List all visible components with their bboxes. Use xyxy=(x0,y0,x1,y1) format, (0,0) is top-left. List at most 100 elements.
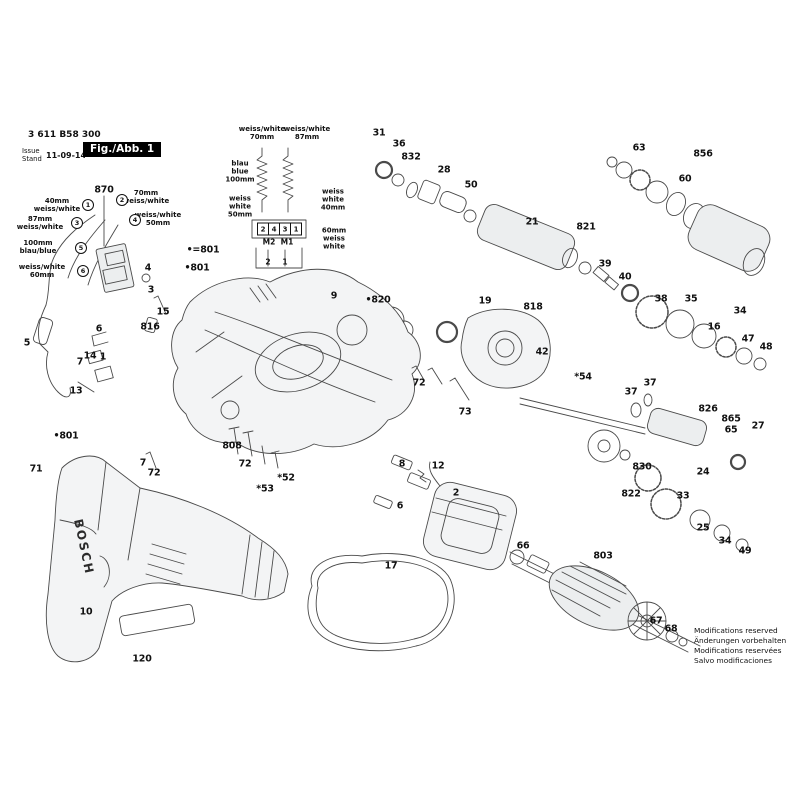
callout-42: 42 xyxy=(535,346,549,358)
wire-label-weiss-white-70mm: weiss/white 70mm xyxy=(238,125,286,141)
wire-label-blau-blue-100mm: blau blue 100mm xyxy=(225,159,255,183)
terminal-coils-group xyxy=(251,147,307,269)
stator-group xyxy=(423,461,517,571)
callout-31: 31 xyxy=(372,127,386,139)
part-number: 3 611 B58 300 xyxy=(28,130,101,140)
callout-120: 120 xyxy=(132,653,152,665)
crank-gear-group xyxy=(519,393,749,552)
callout-25: 25 xyxy=(696,522,710,534)
callout-40: 40 xyxy=(618,271,632,283)
callout-M1: M1 xyxy=(280,237,294,247)
bearing-stack-group xyxy=(620,283,767,371)
callout-72: 72 xyxy=(147,467,161,479)
callout-50: 50 xyxy=(464,179,478,191)
callout-39: 39 xyxy=(598,258,612,270)
callout-12: 12 xyxy=(431,460,445,472)
callout-68: 68 xyxy=(664,623,678,635)
callout-66: 66 xyxy=(516,540,530,552)
callout-1: 1 xyxy=(282,257,288,267)
callout-5: 5 xyxy=(23,337,31,349)
callout-73: 73 xyxy=(458,406,472,418)
wire-label-60mm-weiss-white: 60mm weiss white xyxy=(321,226,347,250)
callout-818: 818 xyxy=(523,301,543,313)
footer-line-de: Änderungen vorbehalten xyxy=(694,635,787,645)
callout-72: 72 xyxy=(238,458,252,470)
striker-assembly-group xyxy=(374,160,619,291)
callout-16: 16 xyxy=(707,321,721,333)
callout-60: 60 xyxy=(678,173,692,185)
callout-33: 33 xyxy=(676,490,690,502)
wire-label-100mm-blau-blue: 100mm blau/blue xyxy=(19,239,57,255)
callout-48: 48 xyxy=(759,341,773,353)
callout-63: 63 xyxy=(632,142,646,154)
callout-67: 67 xyxy=(649,615,663,627)
wire-label-weiss-white-40mm: weiss white 40mm xyxy=(320,187,346,211)
callout-826: 826 xyxy=(698,403,718,415)
callout-72: 72 xyxy=(412,377,426,389)
callout--820: •820 xyxy=(365,294,391,306)
wire-label-weiss-white-50mm: weiss/white 50mm xyxy=(134,211,182,227)
callout--52: *52 xyxy=(277,472,295,484)
callout-4: 4 xyxy=(129,214,141,226)
wire-label-weiss-white-60mm: weiss/white 60mm xyxy=(18,263,66,279)
callout-65: 65 xyxy=(724,424,738,436)
callout-49: 49 xyxy=(738,545,752,557)
wire-label-87mm-weiss-white: 87mm weiss/white xyxy=(16,215,64,231)
callout-803: 803 xyxy=(593,550,613,562)
gasket-group xyxy=(307,553,455,652)
callout-71: 71 xyxy=(29,463,43,475)
callout-37: 37 xyxy=(624,386,638,398)
callout-821: 821 xyxy=(576,221,596,233)
callout-6: 6 xyxy=(77,265,89,277)
callout-21: 21 xyxy=(525,216,539,228)
callout-7: 7 xyxy=(139,457,147,469)
issue-date: 11-09-14 xyxy=(46,151,87,160)
callout-856: 856 xyxy=(693,148,713,160)
callout-816: 816 xyxy=(140,321,160,333)
callout-8: 8 xyxy=(398,458,406,470)
callout-5: 5 xyxy=(75,242,87,254)
callout-47: 47 xyxy=(741,333,755,345)
callout-34: 34 xyxy=(733,305,747,317)
callout-1: 1 xyxy=(99,351,107,363)
wire-label-weiss-white-50mm: weiss white 50mm xyxy=(227,194,253,218)
callout-9: 9 xyxy=(330,290,338,302)
brush-parts-group xyxy=(373,454,431,509)
callout-2: 2 xyxy=(116,194,128,206)
wire-label-70mm-weiss-white: 70mm weiss/white xyxy=(122,189,170,205)
intermediate-housing-group xyxy=(427,308,551,401)
callout-14: 14 xyxy=(83,350,97,362)
callout-28: 28 xyxy=(437,164,451,176)
callout-822: 822 xyxy=(621,488,641,500)
callout-808: 808 xyxy=(222,440,242,452)
callout-865: 865 xyxy=(721,413,741,425)
callout-10: 10 xyxy=(79,606,93,618)
armature-group xyxy=(509,549,701,653)
footer-line-es: Salvo modificaciones xyxy=(694,655,772,665)
callout--801: •801 xyxy=(184,262,210,274)
figure-label: Fig./Abb. 1 xyxy=(83,142,162,157)
gear-housing-group xyxy=(171,268,421,454)
callout-34: 34 xyxy=(718,535,732,547)
wire-label-40mm-weiss-white: 40mm weiss/white xyxy=(33,197,81,213)
callout-37: 37 xyxy=(643,377,657,389)
callout-6: 6 xyxy=(396,500,404,512)
wire-label-weiss-white-87mm: weiss/white 87mm xyxy=(283,125,331,141)
callout-27: 27 xyxy=(751,420,765,432)
callout-24: 24 xyxy=(696,466,710,478)
callout-13: 13 xyxy=(69,385,83,397)
callout-870: 870 xyxy=(94,184,114,196)
callout--54: *54 xyxy=(574,371,592,383)
callout-19: 19 xyxy=(478,295,492,307)
callout-38: 38 xyxy=(654,293,668,305)
callout-6: 6 xyxy=(95,323,103,335)
footer-notes: Modifications reserved Änderungen vorbeh… xyxy=(694,626,786,666)
callout-35: 35 xyxy=(684,293,698,305)
drill-body-group: BOSCH xyxy=(45,455,289,663)
callout--53: *53 xyxy=(256,483,274,495)
footer-line-en: Modifications reserved xyxy=(694,626,778,635)
issue-stand-label: Issue Stand xyxy=(22,147,42,164)
